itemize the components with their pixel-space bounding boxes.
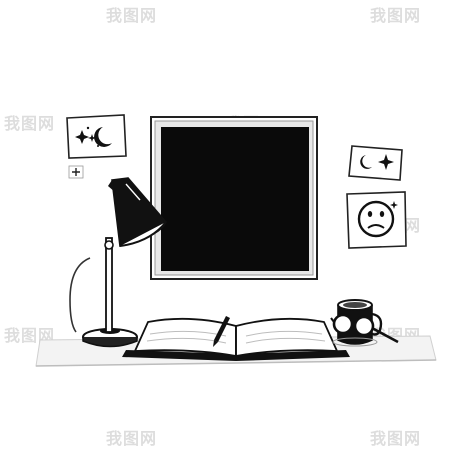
moon-stars-icon <box>66 114 127 159</box>
star-moon-icon <box>348 145 403 181</box>
open-book-icon <box>122 317 350 361</box>
plus-sparkle-icon <box>68 165 84 179</box>
pencil-icon <box>213 316 230 347</box>
chalkboard-icon <box>150 116 318 280</box>
sad-face-icon <box>346 191 407 249</box>
glasses-icon <box>330 313 399 344</box>
desk-lamp-icon <box>69 177 167 348</box>
